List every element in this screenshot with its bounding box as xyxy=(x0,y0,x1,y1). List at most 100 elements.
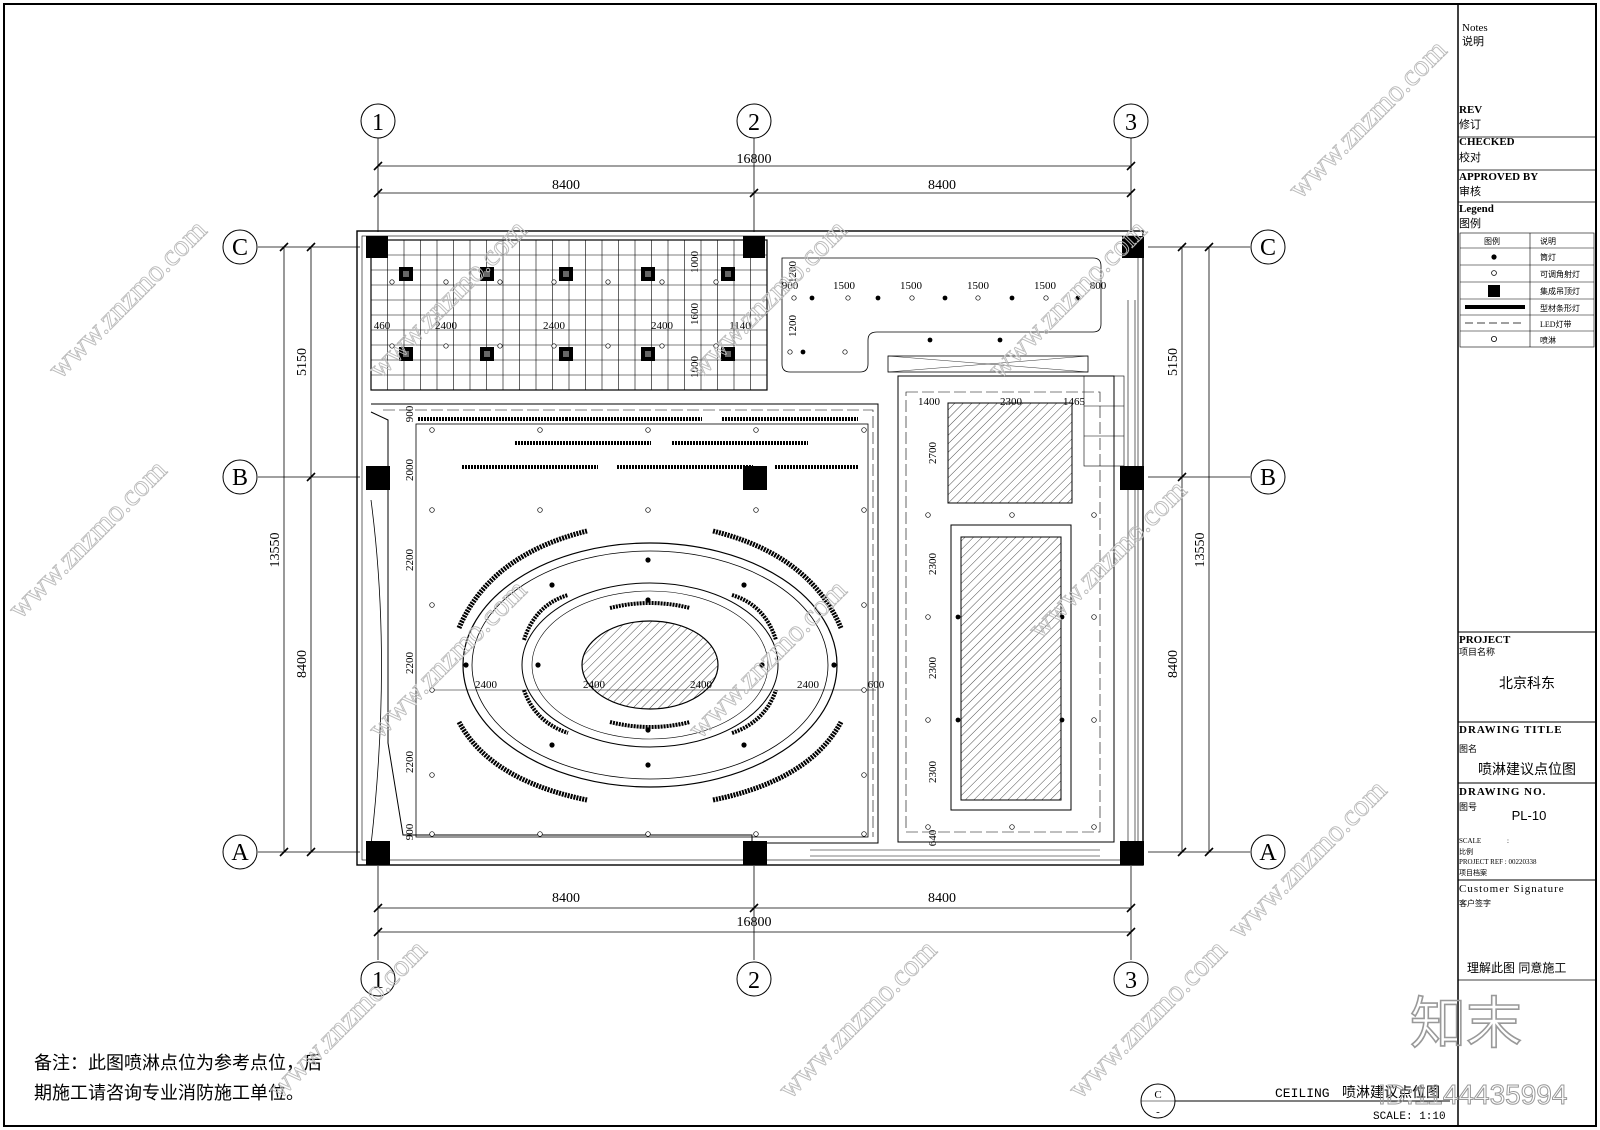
sprinkler-icon xyxy=(605,279,611,285)
section-bubble-bottom: - xyxy=(1156,1106,1160,1118)
inner-dim: 600 xyxy=(868,679,885,691)
light-strip-outline xyxy=(781,257,1102,373)
grid-bubble xyxy=(1250,229,1286,265)
sprinkler-icon xyxy=(925,717,931,723)
sprinkler-icon xyxy=(1091,614,1097,620)
inner-dim: 900 xyxy=(404,823,416,840)
inner-dim: 2400 xyxy=(797,679,820,691)
footer-title: 喷淋建议点位图 xyxy=(1342,1084,1440,1100)
sprinkler-icon xyxy=(925,614,931,620)
legend-texts: 图例 说明 筒灯 可调角射灯 集成吊顶灯 型材条形灯 LED灯带 喷淋 xyxy=(1484,236,1580,345)
grid-bubble xyxy=(1250,834,1286,870)
watermark-text: www.znzmo.com xyxy=(1222,773,1394,945)
downlight-icon xyxy=(1059,614,1065,620)
sprinkler-icon xyxy=(787,349,793,355)
sprinkler-icon xyxy=(713,279,719,285)
sprinkler-icon xyxy=(497,279,503,285)
tb-project-cn: 项目名称 xyxy=(1459,646,1495,657)
sprinkler-icon xyxy=(1091,717,1097,723)
watermark-text: www.znzmo.com xyxy=(2,453,174,625)
tb-drawing-no-cn: 图号 xyxy=(1459,802,1477,812)
downlight-icon xyxy=(741,582,747,588)
tb-scale-cn: 比例 xyxy=(1459,847,1473,856)
tb-legend: Legend xyxy=(1459,203,1494,215)
sprinkler-icon xyxy=(1009,824,1015,830)
inner-dim: 1500 xyxy=(833,280,856,292)
fixture-layer xyxy=(389,267,1097,837)
panel-light-core xyxy=(484,271,490,277)
grid-bubble xyxy=(1113,103,1149,139)
downlight-icon xyxy=(927,337,933,343)
downlight-icon xyxy=(1059,717,1065,723)
downlight-icon xyxy=(1009,295,1015,301)
watermark-layer: www.znzmo.com www.znzmo.com www.znzmo.com w… xyxy=(1,33,1453,1105)
inner-dim: 2700 xyxy=(927,442,939,465)
tb-project: PROJECT xyxy=(1459,634,1511,646)
panel-light-core xyxy=(645,271,651,277)
drawing-footer: C - CEILING 喷淋建议点位图 SCALE: 1:10 xyxy=(1140,1083,1450,1123)
tb-project-ref-cn: 项目档案 xyxy=(1459,868,1487,877)
legend-symbols xyxy=(1465,254,1525,342)
sprinkler-icon xyxy=(845,295,851,301)
sprinkler-icon xyxy=(925,512,931,518)
sprinkler-icon xyxy=(429,427,435,433)
grid-label-col: 1 xyxy=(372,110,384,136)
downlight-icon xyxy=(645,762,651,768)
sprinkler-icon xyxy=(429,687,435,693)
inner-dim: 2300 xyxy=(927,553,939,576)
inner-dim: 1400 xyxy=(918,396,941,408)
sprinkler-icon xyxy=(429,772,435,778)
panel-light-core xyxy=(403,271,409,277)
sprinkler-icon xyxy=(753,831,759,837)
grid-axes xyxy=(258,138,1250,960)
watermark-text: www.znzmo.com xyxy=(982,213,1154,385)
legend-item: 型材条形灯 xyxy=(1540,303,1580,313)
panel-light-core xyxy=(484,351,490,357)
sprinkler-icon xyxy=(861,772,867,778)
tb-project-name: 北京科东 xyxy=(1499,675,1555,691)
sprinkler-icon xyxy=(605,343,611,349)
inner-dim: 1000 xyxy=(689,251,701,274)
tb-scale-colon: : xyxy=(1507,837,1509,845)
sprinkler-icon xyxy=(497,343,503,349)
grid-bubble xyxy=(1113,961,1149,997)
sprinkler-icon xyxy=(443,343,449,349)
downlight-icon xyxy=(955,717,961,723)
tb-project-ref: PROJECT REF : 00220338 xyxy=(1459,858,1537,866)
downlight-icon xyxy=(955,614,961,620)
legend-item: 可调角射灯 xyxy=(1540,269,1580,279)
right-room xyxy=(810,300,1136,857)
downlight-icon xyxy=(463,662,469,668)
structural-columns xyxy=(366,236,1144,865)
remarks: 备注：此图喷淋点位为参考点位，后 期施工请咨询专业消防施工单位。 xyxy=(34,1053,322,1103)
inner-dim: 1500 xyxy=(900,280,923,292)
inner-dim: 2200 xyxy=(404,652,416,675)
dim-top-right: 8400 xyxy=(928,178,956,193)
watermark-text: www.znzmo.com xyxy=(772,933,944,1105)
legend-header: 图例 xyxy=(1484,236,1500,246)
sprinkler-icon xyxy=(1091,512,1097,518)
sprinkler-icon xyxy=(645,427,651,433)
dimension-texts: 16800 8400 8400 8400 8400 16800 13550 51… xyxy=(268,152,1208,930)
sprinkler-icon xyxy=(537,831,543,837)
inner-dim: 900 xyxy=(404,405,416,422)
sprinkler-icon xyxy=(861,507,867,513)
sprinkler-icon xyxy=(842,349,848,355)
dim-right-total: 13550 xyxy=(1193,533,1208,568)
grid-label-row: A xyxy=(1259,840,1277,866)
sprinkler-icon xyxy=(429,831,435,837)
dimension-lines xyxy=(283,165,1210,933)
sprinkler-icon xyxy=(753,427,759,433)
oval-ceiling xyxy=(430,528,876,803)
linear-light-icon xyxy=(1465,305,1525,309)
watermark-text: www.znzmo.com xyxy=(42,213,214,385)
legend-item: LED灯带 xyxy=(1540,319,1572,329)
inner-dim: 2300 xyxy=(927,761,939,784)
legend-item: 喷淋 xyxy=(1540,335,1556,345)
dim-bottom-left: 8400 xyxy=(552,891,580,906)
dim-top-left: 8400 xyxy=(552,178,580,193)
grid-bubble xyxy=(736,961,772,997)
sprinkler-icon xyxy=(1009,512,1015,518)
downlight-icon xyxy=(831,662,837,668)
inner-dim: 2400 xyxy=(475,679,498,691)
